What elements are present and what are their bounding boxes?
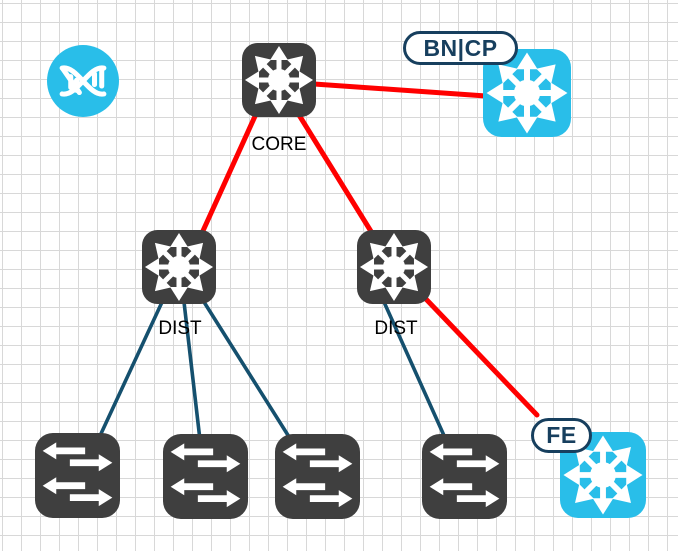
workgroup-switch-icon (35, 433, 120, 518)
core-switch (242, 43, 316, 117)
link-core-switch-dist-switch-left (199, 111, 259, 236)
multilayer-switch-icon (560, 432, 646, 518)
link-dist-switch-right-fe-badge (421, 294, 540, 418)
fe-switch (560, 432, 646, 518)
multilayer-switch-icon (357, 230, 431, 304)
link-dist-switch-left-access-switch-3 (202, 300, 293, 442)
link-core-switch-bncp-switch (311, 81, 489, 99)
workgroup-switch-icon (163, 434, 248, 519)
dna-logo (47, 45, 119, 117)
dna-helix-icon (47, 45, 119, 117)
link-core-switch-dist-switch-right (296, 112, 375, 236)
link-dist-switch-right-access-switch-4 (382, 300, 448, 442)
bncp-switch (483, 49, 571, 137)
fe-badge: FE (531, 418, 592, 453)
bncp-badge: BN|CP (403, 31, 518, 65)
multilayer-switch-icon (142, 230, 216, 304)
core-switch-label: CORE (251, 134, 307, 155)
workgroup-switch-icon (275, 434, 360, 519)
dist-switch-left-label: DIST (158, 318, 202, 339)
workgroup-switch-icon (422, 434, 507, 519)
access-switch-3 (275, 434, 360, 519)
multilayer-switch-icon (483, 49, 571, 137)
link-dist-switch-left-access-switch-2 (182, 300, 202, 442)
dist-switch-right-label: DIST (374, 318, 418, 339)
access-switch-2 (163, 434, 248, 519)
dist-switch-right (357, 230, 431, 304)
multilayer-switch-icon (242, 43, 316, 117)
access-switch-4 (422, 434, 507, 519)
dist-switch-left (142, 230, 216, 304)
access-switch-1 (35, 433, 120, 518)
link-dist-switch-left-access-switch-1 (97, 298, 165, 440)
